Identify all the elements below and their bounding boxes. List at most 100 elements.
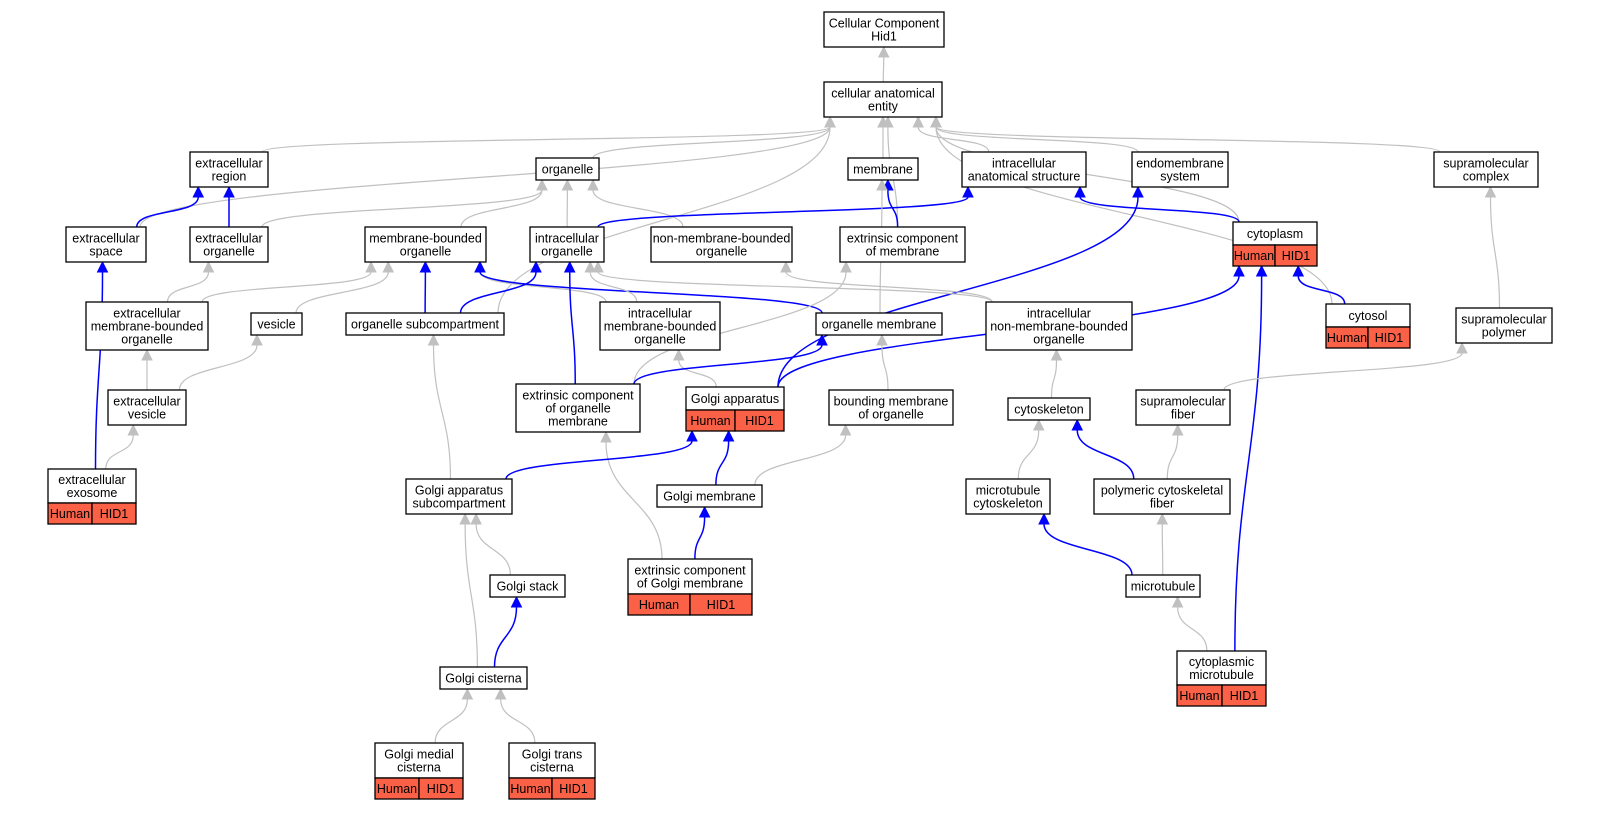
annotation-species-label: Human: [377, 782, 417, 796]
term-label-line: organelle: [1033, 332, 1084, 346]
term-label-line: Golgi stack: [497, 579, 560, 593]
go-term-mt[interactable]: microtubule: [1125, 574, 1201, 598]
edge-arrowhead: [427, 333, 440, 346]
go-term-membrane[interactable]: membrane: [847, 157, 919, 181]
edge-line: [497, 126, 831, 314]
edge-line: [460, 189, 543, 228]
edge-cytoplasm-to-ias: [1074, 185, 1240, 223]
edge-osub-to-cae: [497, 115, 836, 314]
term-box: [1093, 478, 1231, 515]
term-label-line: space: [89, 244, 122, 258]
edge-line: [1017, 429, 1040, 480]
term-label-line: subcompartment: [412, 496, 506, 510]
edge-line: [479, 271, 607, 303]
term-label-line: cellular anatomical: [831, 86, 935, 100]
edge-golgi-to-endomem: [777, 185, 1144, 388]
edge-ecmbo-to-ecorganelle: [166, 260, 215, 303]
annotation-gene-cell: [91, 502, 137, 525]
edge-nmbo-to-organelle: [587, 178, 684, 228]
term-label-line: cisterna: [397, 760, 441, 774]
annotation-species-label: Human: [1234, 249, 1274, 263]
edge-ecgm-to-gmem: [694, 505, 711, 560]
go-term-gstack[interactable]: Golgi stack: [489, 574, 566, 598]
term-label-line: organelle: [400, 244, 451, 258]
edge-line: [592, 189, 684, 228]
term-label-line: extracellular: [58, 473, 125, 487]
edge-arrowhead: [877, 45, 890, 58]
go-term-organelle[interactable]: organelle: [535, 157, 600, 181]
term-box: [405, 478, 513, 515]
annotation-gene-label: HID1: [707, 598, 736, 612]
edge-endomem-to-cae: [930, 115, 1139, 153]
annotation-species-label: Human: [639, 598, 679, 612]
go-term-cytosk[interactable]: cytoskeleton: [1007, 397, 1091, 421]
term-box: [508, 742, 596, 779]
edge-gmedial-to-gcist: [434, 687, 474, 744]
term-box: [823, 81, 943, 118]
edge-gas-to-golgi: [505, 429, 698, 480]
edge-arrowhead: [1171, 423, 1184, 436]
edge-arrowhead: [419, 260, 432, 273]
edge-ecorganelle-to-organelle: [261, 178, 548, 228]
go-term-omem[interactable]: organelle membrane: [815, 312, 943, 336]
term-box: [961, 151, 1087, 188]
term-label-line: Golgi trans: [522, 747, 582, 761]
edges-layer: [94, 45, 1501, 744]
go-term-gmem[interactable]: Golgi membrane: [656, 484, 763, 508]
annotation-gene-label: HID1: [100, 507, 129, 521]
term-label-line: organelle: [203, 244, 254, 258]
edge-arrowhead: [840, 260, 852, 273]
go-term-inmbo[interactable]: intracellularnon-membrane-boundedorganel…: [985, 301, 1133, 351]
edge-line: [605, 441, 663, 560]
edge-line: [917, 126, 990, 153]
term-label-line: membrane: [548, 414, 608, 428]
edge-arrowhead: [223, 185, 235, 198]
edge-ecmbo-to-mbo: [201, 260, 377, 303]
go-term-gcist[interactable]: Golgi cisterna: [439, 666, 528, 690]
edge-line: [201, 271, 372, 303]
go-term-osub[interactable]: organelle subcompartment: [345, 312, 505, 336]
term-label-line: cisterna: [530, 760, 574, 774]
edge-line: [500, 698, 536, 744]
edge-line: [597, 271, 993, 303]
annotation-species-label: Human: [1179, 689, 1219, 703]
term-label-line: organelle: [542, 162, 593, 176]
annotation-gene-label: HID1: [745, 414, 774, 428]
edge-line: [166, 271, 210, 303]
edge-line: [1076, 429, 1135, 480]
term-box: [85, 301, 209, 351]
term-box: [535, 157, 600, 181]
edge-line: [1223, 352, 1463, 391]
go-term-vesicle[interactable]: vesicle: [250, 312, 303, 336]
